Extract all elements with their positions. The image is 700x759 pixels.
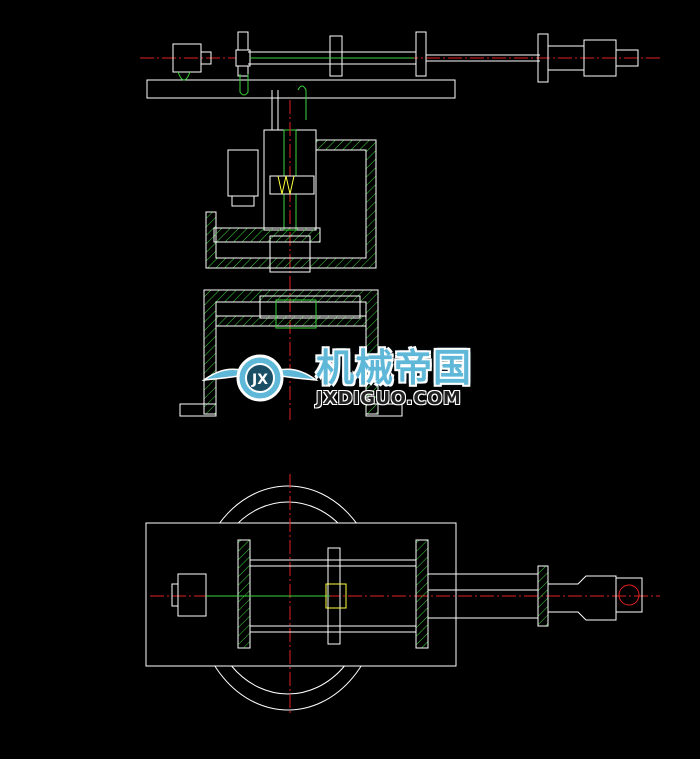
plan-flange-right xyxy=(415,539,429,649)
watermark-logo: JX xyxy=(201,354,319,402)
gearbox xyxy=(259,295,361,319)
watermark-title: 机械帝国 xyxy=(316,346,473,390)
front-elevation-view xyxy=(140,31,660,420)
flange-2 xyxy=(329,35,343,77)
lower-c-frame xyxy=(203,289,379,415)
plan-base-plate xyxy=(145,522,457,667)
gripper xyxy=(547,575,617,621)
left-foot xyxy=(179,403,217,417)
upper-c-frame xyxy=(205,139,377,269)
svg-text:JX: JX xyxy=(251,372,268,388)
right-foot xyxy=(365,403,403,417)
plan-flange-left xyxy=(237,539,251,649)
gear-plate xyxy=(213,227,321,243)
plan-view xyxy=(145,474,660,715)
watermark-url: JXDIGUO.COM xyxy=(316,388,462,409)
lead-screw xyxy=(325,583,347,609)
side-motor xyxy=(227,149,259,197)
flange-3 xyxy=(415,31,427,77)
top-base-plate xyxy=(146,79,456,99)
